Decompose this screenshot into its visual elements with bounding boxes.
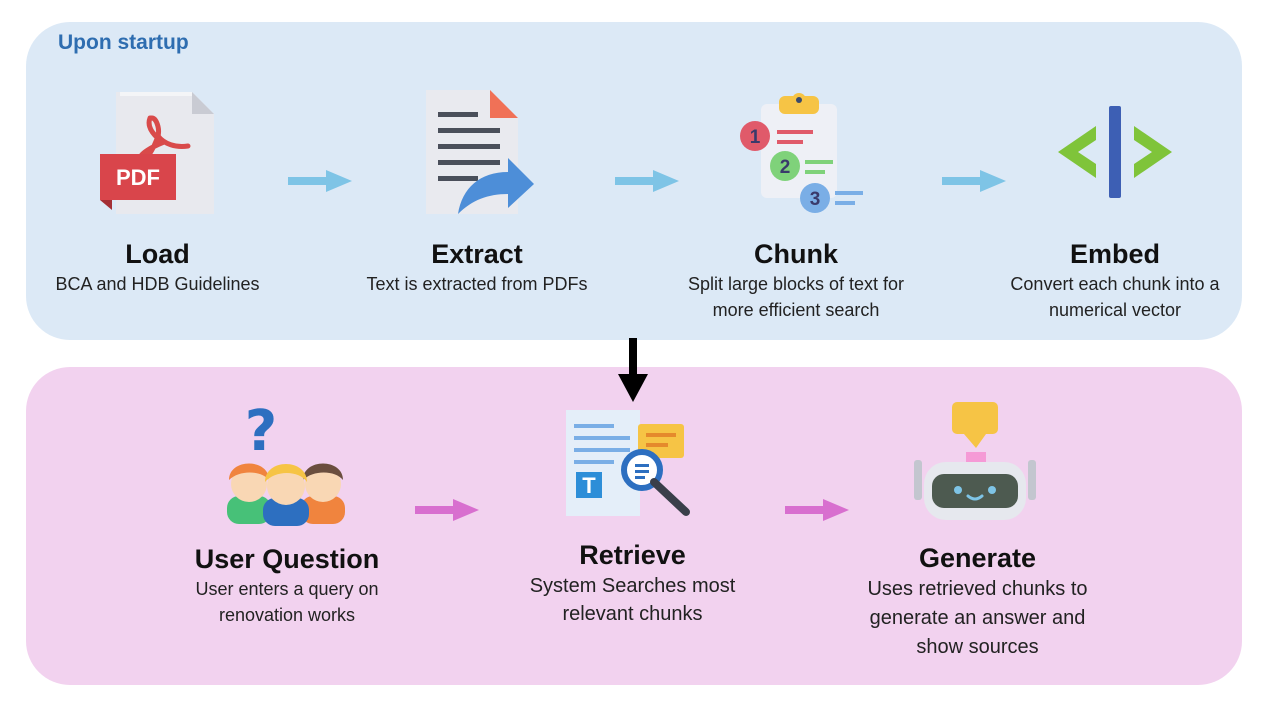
numbered-clipboard-icon: 1 2 3 [740, 93, 863, 213]
step-load-title: Load [125, 239, 190, 269]
step-generate: Generate Uses retrieved chunks to genera… [855, 542, 1100, 662]
step-chunk: Chunk Split large blocks of text for mor… [666, 238, 926, 323]
chunk-number-3: 3 [810, 189, 821, 210]
step-embed-title: Embed [1069, 239, 1161, 269]
document-search-icon: T [566, 410, 690, 516]
step-chunk-desc: Split large blocks of text for more effi… [687, 274, 905, 320]
section-label: Upon startup [58, 31, 189, 54]
connector-down-arrow [618, 338, 648, 402]
step-generate-desc: Uses retrieved chunks to generate an ans… [867, 578, 1088, 658]
step-question-title: User Question [194, 544, 380, 574]
arrow-load-to-extract [288, 170, 352, 192]
step-embed: Embed Convert each chunk into a numerica… [990, 238, 1240, 323]
step-load-desc: BCA and HDB Guidelines [55, 274, 260, 294]
step-extract: Extract Text is extracted from PDFs [362, 238, 592, 297]
step-retrieve: Retrieve System Searches most relevant c… [505, 539, 760, 628]
step-extract-title: Extract [431, 239, 523, 269]
pdf-icon: PDF [100, 92, 214, 214]
retrieve-text-glyph: T [582, 473, 596, 498]
users-question-icon: ? [227, 400, 345, 526]
arrow-question-to-retrieve [415, 499, 479, 521]
arrow-extract-to-chunk [615, 170, 679, 192]
step-embed-desc: Convert each chunk into a numerical vect… [1010, 274, 1220, 320]
step-generate-title: Generate [918, 543, 1037, 573]
step-retrieve-title: Retrieve [579, 540, 686, 570]
step-extract-desc: Text is extracted from PDFs [366, 274, 588, 294]
arrow-chunk-to-embed [942, 170, 1006, 192]
arrow-retrieve-to-generate [785, 499, 849, 521]
step-retrieve-desc: System Searches most relevant chunks [529, 575, 736, 625]
code-brackets-icon [1058, 106, 1172, 198]
extract-document-icon [426, 90, 534, 214]
chunk-number-1: 1 [750, 127, 761, 148]
step-chunk-title: Chunk [754, 239, 838, 269]
step-question: User Question User enters a query on ren… [172, 543, 402, 628]
robot-icon [914, 402, 1036, 520]
chunk-number-2: 2 [780, 157, 791, 178]
pdf-icon-label: PDF [116, 165, 160, 190]
question-mark: ? [245, 400, 277, 464]
step-load: Load BCA and HDB Guidelines [30, 238, 285, 297]
step-question-desc: User enters a query on renovation works [195, 579, 379, 625]
